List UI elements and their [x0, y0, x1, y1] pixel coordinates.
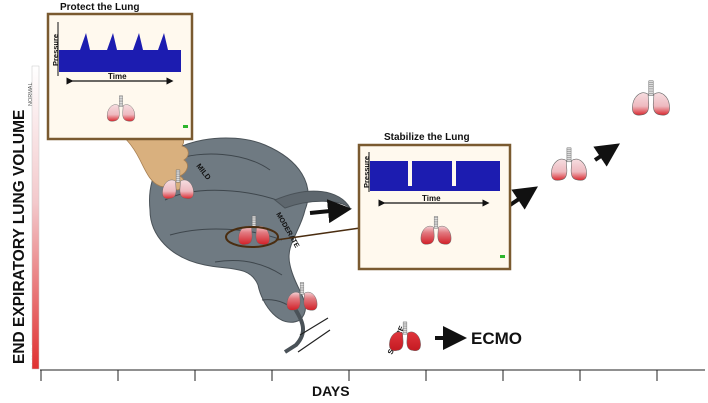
x-axis-ticks — [40, 370, 658, 381]
arrow-to-stabilize — [309, 199, 352, 224]
y-axis-bottom-label: SEVERE — [28, 344, 34, 367]
arrow-to-recovering — [508, 186, 538, 210]
volume-gradient-bar — [31, 65, 40, 370]
panel-protect-the-lung: Protect the Lung Pressure Time — [46, 2, 194, 141]
connector-line — [275, 227, 361, 241]
panel-stabilize-indicator — [500, 255, 505, 258]
panel-protect-title: Protect the Lung — [60, 2, 139, 13]
panel-stabilize-the-lung: Stabilize the Lung Pressure Time — [357, 132, 512, 271]
panel-protect-waveform — [59, 33, 181, 72]
panel-protect-indicator — [183, 125, 188, 128]
lung-recovered-icon — [632, 80, 670, 116]
lung-severe-icon — [389, 321, 421, 351]
lung-recovering-icon — [551, 147, 587, 181]
y-axis-top-label: NORMAL — [28, 82, 34, 106]
panel-protect-pressure-label: Pressure — [51, 34, 60, 66]
panel-stabilize-pressure-label: Pressure — [362, 156, 371, 188]
y-axis-label: END EXPIRATORY LUNG VOLUME — [11, 110, 28, 364]
panel-stabilize-title: Stabilize the Lung — [384, 132, 470, 143]
arrow-to-recovered — [593, 143, 620, 167]
panel-stabilize-waveform — [370, 161, 500, 191]
ecmo-label: ECMO — [471, 329, 522, 348]
x-axis-label: DAYS — [312, 383, 350, 399]
panel-stabilize-time-label: Time — [422, 194, 441, 203]
moderate-ring — [225, 226, 279, 248]
panel-protect-time-label: Time — [108, 72, 127, 81]
